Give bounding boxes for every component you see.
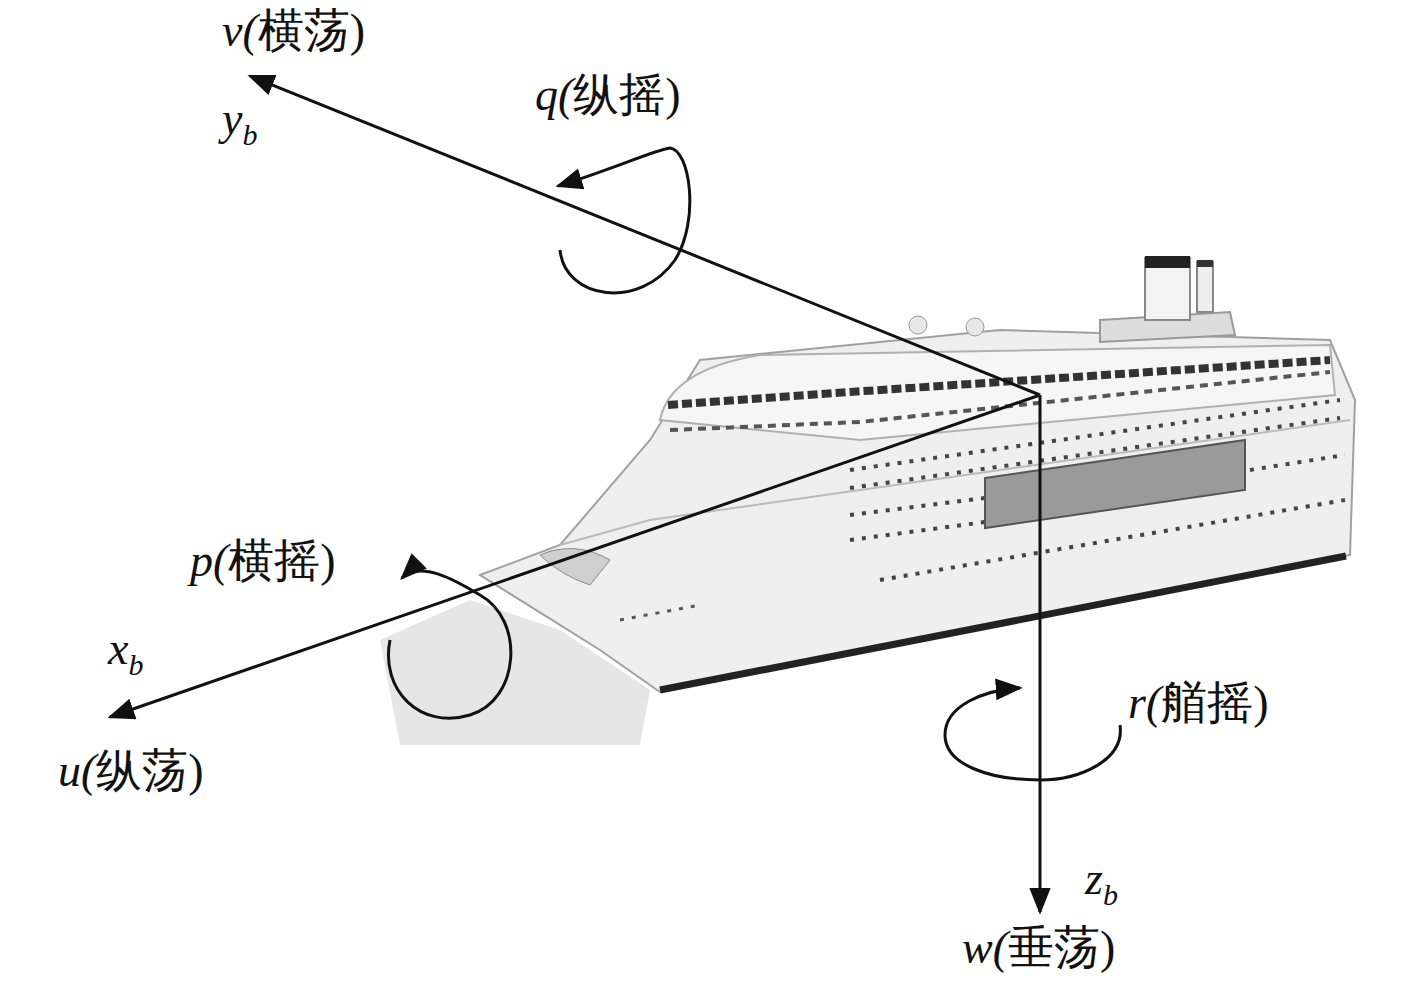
axis-label: u(纵荡) (58, 748, 204, 794)
superstructure (660, 345, 1335, 440)
window-row (670, 372, 1330, 430)
pitch-arrow (558, 148, 690, 293)
x-axis (110, 395, 1040, 717)
ship-hull (480, 330, 1355, 692)
hull-bottom (660, 556, 1346, 690)
rotation-label: p(横摇) (190, 538, 336, 584)
axis-name: zb (1085, 856, 1118, 910)
axis-name: yb (222, 96, 257, 150)
y-axis (250, 76, 1040, 395)
axis-label: w(垂荡) (962, 925, 1115, 971)
roll-arrow (388, 571, 510, 718)
radome (909, 316, 927, 334)
window-row (850, 522, 985, 540)
hull-line (560, 420, 1350, 545)
porthole-row (880, 500, 1345, 580)
funnel-top (1145, 256, 1190, 268)
axis-label: v(横荡) (222, 8, 365, 54)
porthole-row (620, 605, 700, 620)
z-axis (1039, 395, 1042, 912)
axis-name: xb (108, 626, 143, 680)
lifeboat-band (985, 440, 1245, 528)
yaw-arrow (945, 688, 1120, 780)
funnel (1197, 262, 1213, 312)
rotation-label: r(艏摇) (1128, 680, 1269, 726)
bow-deck (540, 549, 610, 585)
rotation-label: q(纵摇) (535, 72, 681, 118)
funnel-top (1197, 260, 1213, 267)
window-row (850, 498, 985, 515)
window-row (1250, 455, 1345, 470)
radome (966, 318, 984, 336)
